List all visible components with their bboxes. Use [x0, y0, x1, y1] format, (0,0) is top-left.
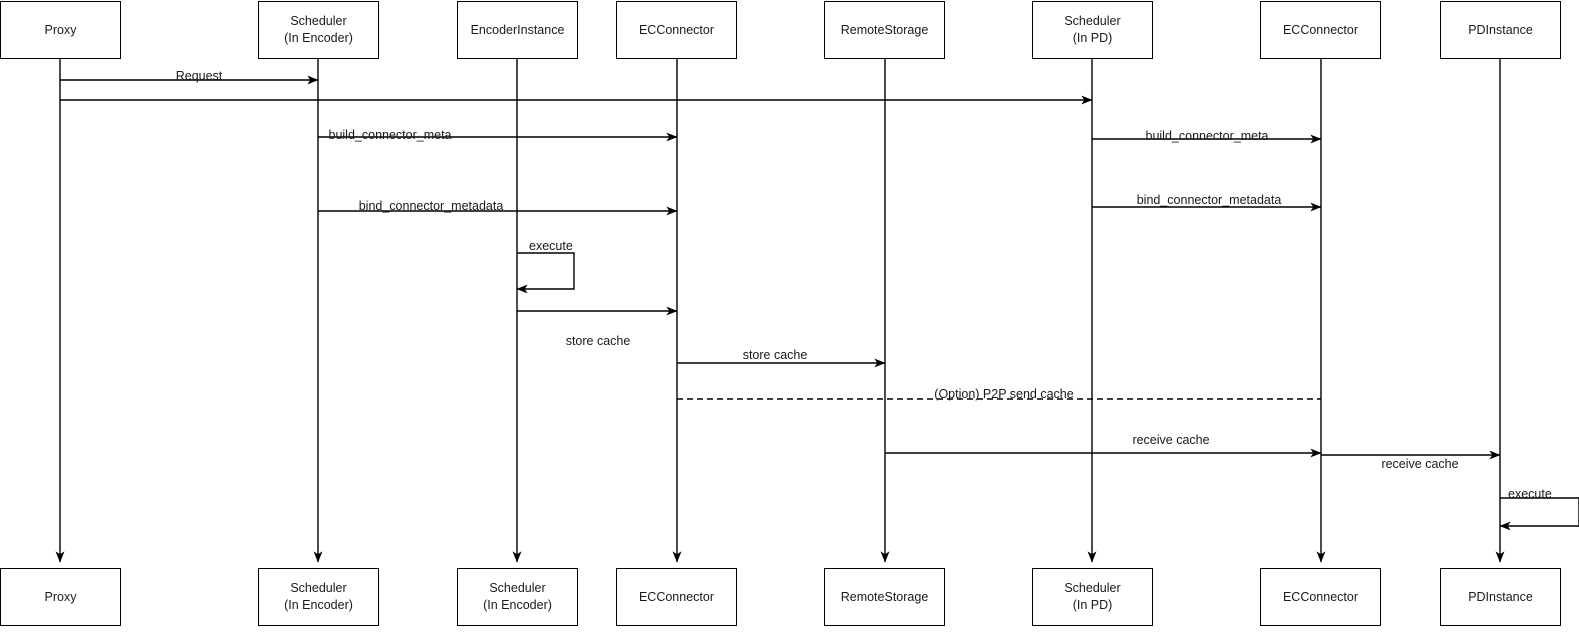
participant-label-primary: ECConnector: [638, 589, 715, 604]
message-arrows-group: [60, 75, 1501, 460]
participant-box-remote_storage-top[interactable]: RemoteStorage: [824, 1, 945, 59]
participant-box-sched_encoder-bottom[interactable]: Scheduler (In Encoder): [258, 568, 379, 626]
participant-box-encoder_inst-top[interactable]: EncoderInstance: [457, 1, 578, 59]
participant-box-encoder_inst-bottom[interactable]: Scheduler (In Encoder): [457, 568, 578, 626]
participant-label-primary: PDInstance: [1468, 22, 1533, 37]
message-label-m9: (Option) P2P send cache: [934, 387, 1074, 401]
participant-box-ec_connector_2-top[interactable]: ECConnector: [1260, 1, 1381, 59]
participant-label-primary: RemoteStorage: [840, 22, 929, 37]
message-label-m3: build_connector_meta: [328, 128, 452, 142]
participant-label-primary: Scheduler: [1064, 581, 1121, 596]
participant-label-secondary: (In Encoder): [483, 598, 552, 612]
message-label-m10: receive cache: [1132, 433, 1210, 447]
participant-label-primary: Scheduler: [290, 581, 347, 596]
self-message-label-s1: execute: [529, 239, 573, 253]
participant-label-secondary: (In Encoder): [284, 598, 353, 612]
participant-box-remote_storage-bottom[interactable]: RemoteStorage: [824, 568, 945, 626]
self-message-arrow-s2[interactable]: [1499, 497, 1579, 531]
participant-label-primary: ECConnector: [1282, 589, 1359, 604]
participant-box-ec_connector_1-top[interactable]: ECConnector: [616, 1, 737, 59]
participant-label-primary: Scheduler: [290, 14, 347, 29]
message-label-m11: receive cache: [1381, 457, 1459, 471]
participant-box-ec_connector_2-bottom[interactable]: ECConnector: [1260, 568, 1381, 626]
participant-box-proxy-top[interactable]: Proxy: [0, 1, 121, 59]
participant-label-primary: Proxy: [44, 589, 77, 604]
participant-label-primary: Scheduler: [489, 581, 546, 596]
message-label-m1: Request: [175, 69, 223, 83]
participant-label-primary: Proxy: [44, 22, 77, 37]
participant-label-secondary: (In PD): [1072, 31, 1113, 45]
participant-box-pd_instance-top[interactable]: PDInstance: [1440, 1, 1561, 59]
participant-box-sched_encoder-top[interactable]: Scheduler (In Encoder): [258, 1, 379, 59]
participant-label-primary: EncoderInstance: [470, 22, 565, 37]
participant-label-secondary: (In PD): [1072, 598, 1113, 612]
participant-label-primary: RemoteStorage: [840, 589, 929, 604]
participant-label-primary: Scheduler: [1064, 14, 1121, 29]
self-message-label-s2: execute: [1508, 487, 1552, 501]
participant-label-primary: PDInstance: [1468, 589, 1533, 604]
message-label-m8: store cache: [742, 348, 808, 362]
participant-box-sched_pd-bottom[interactable]: Scheduler (In PD): [1032, 568, 1153, 626]
lifeline-lines-group: [55, 59, 1505, 563]
self-message-arrow-s1[interactable]: [516, 252, 575, 294]
participant-label-primary: ECConnector: [1282, 22, 1359, 37]
message-label-m7: store cache: [565, 334, 631, 348]
message-label-m5: bind_connector_metadata: [358, 199, 504, 213]
participant-box-pd_instance-bottom[interactable]: PDInstance: [1440, 568, 1561, 626]
participant-label-primary: ECConnector: [638, 22, 715, 37]
participant-box-proxy-bottom[interactable]: Proxy: [0, 568, 121, 626]
participant-box-sched_pd-top[interactable]: Scheduler (In PD): [1032, 1, 1153, 59]
participant-box-ec_connector_1-bottom[interactable]: ECConnector: [616, 568, 737, 626]
self-message-group: [516, 252, 1579, 531]
participant-label-secondary: (In Encoder): [284, 31, 353, 45]
message-label-m4: build_connector_meta: [1145, 129, 1269, 143]
message-label-m6: bind_connector_metadata: [1136, 193, 1282, 207]
